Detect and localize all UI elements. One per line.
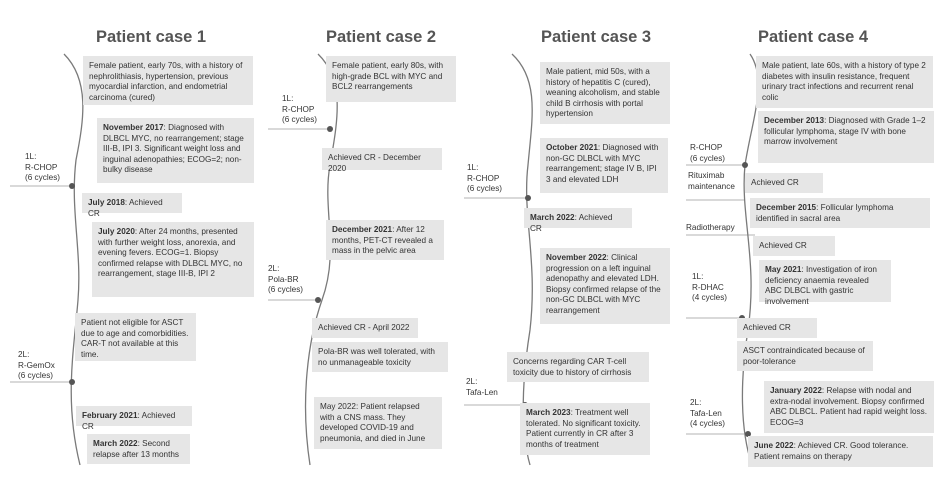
case-1-event: November 2017: Diagnosed with DLBCL MYC,…	[97, 118, 254, 183]
case-2-title: Patient case 2	[326, 28, 437, 46]
case-2-event: Female patient, early 80s, with high-gra…	[326, 56, 456, 102]
case-4-event: December 2013: Diagnosed with Grade 1–2 …	[758, 111, 934, 163]
case-4-treatment-label: 1L: R-DHAC (4 cycles)	[692, 272, 728, 303]
case-4-event: January 2022: Relapse with nodal and ext…	[764, 381, 934, 433]
case-3-treatment-label: 1L: R-CHOP (6 cycles)	[467, 163, 503, 194]
case-1-event: Patient not eligible for ASCT due to age…	[75, 313, 196, 361]
case-3-event: Male patient, mid 50s, with a history of…	[540, 62, 670, 124]
case-4-treatment-label: Radiotherapy	[686, 223, 735, 232]
timeline-dot	[745, 431, 751, 437]
case-3-event: October 2021: Diagnosed with non-GC DLBC…	[540, 138, 668, 193]
case-4-event: May 2021: Investigation of iron deficien…	[759, 260, 891, 306]
case-1-event: March 2022: Second relapse after 13 mont…	[87, 434, 190, 464]
timeline-dot	[69, 183, 75, 189]
case-4-event: June 2022: Achieved CR. Good tolerance. …	[748, 436, 933, 467]
case-2-event: Achieved CR - December 2020	[322, 148, 442, 173]
timeline-dot	[69, 379, 75, 385]
case-3-event: March 2023: Treatment well tolerated. No…	[520, 403, 650, 455]
timeline-dot	[315, 297, 321, 303]
case-4-event: Achieved CR	[745, 173, 823, 193]
case-4-title: Patient case 4	[758, 28, 869, 46]
case-2-treatment-label: 1L: R-CHOP (6 cycles)	[282, 94, 318, 125]
case-1-event: July 2018: Achieved CR	[82, 193, 182, 218]
case-3-event: Concerns regarding CAR T-cell toxicity d…	[507, 352, 649, 382]
case-4-event: Male patient, late 60s, with a history o…	[756, 56, 933, 108]
case-4-event: ASCT contraindicated because of poor-tol…	[737, 341, 873, 371]
case-2-event: May 2022: Patient relapsed with a CNS ma…	[314, 397, 442, 449]
case-3-event: March 2022: Achieved CR	[524, 208, 632, 233]
case-2-event: December 2021: After 12 months, PET-CT r…	[326, 220, 444, 260]
timeline-dot	[742, 162, 748, 168]
case-2-event: Pola-BR was well tolerated, with no unma…	[312, 342, 448, 372]
case-1-event: July 2020: After 24 months, presented wi…	[92, 222, 254, 297]
case-2-event: Achieved CR - April 2022	[312, 318, 418, 338]
timeline-curve-case-3	[511, 53, 533, 466]
case-1-event: Female patient, early 70s, with a histor…	[83, 56, 253, 105]
case-4-treatment-label: Rituximab maintenance	[688, 171, 735, 191]
timeline-curve-case-1	[63, 53, 84, 466]
case-1-treatment-label: 1L: R-CHOP (6 cycles)	[25, 152, 61, 183]
case-4-treatment-label: 2L: Tafa-Len (4 cycles)	[690, 398, 726, 429]
case-1-treatment-label: 2L: R-GemOx (6 cycles)	[18, 350, 55, 381]
case-1-title: Patient case 1	[96, 28, 207, 46]
case-4-treatment-label: R-CHOP (6 cycles)	[690, 143, 726, 163]
case-1-event: February 2021: Achieved CR	[76, 406, 192, 431]
timeline-curve-case-4	[741, 53, 759, 466]
case-4-event: December 2015: Follicular lymphoma ident…	[750, 198, 930, 228]
case-3-event: November 2022: Clinical progression on a…	[540, 248, 670, 324]
case-3-treatment-label: 2L: Tafa-Len	[466, 377, 498, 397]
case-4-event: Achieved CR	[753, 236, 835, 256]
timeline-dot	[525, 195, 531, 201]
case-4-event: Achieved CR	[737, 318, 817, 338]
case-2-treatment-label: 2L: Pola-BR (6 cycles)	[268, 264, 304, 295]
timeline-dot	[327, 126, 333, 132]
case-3-title: Patient case 3	[541, 28, 652, 46]
